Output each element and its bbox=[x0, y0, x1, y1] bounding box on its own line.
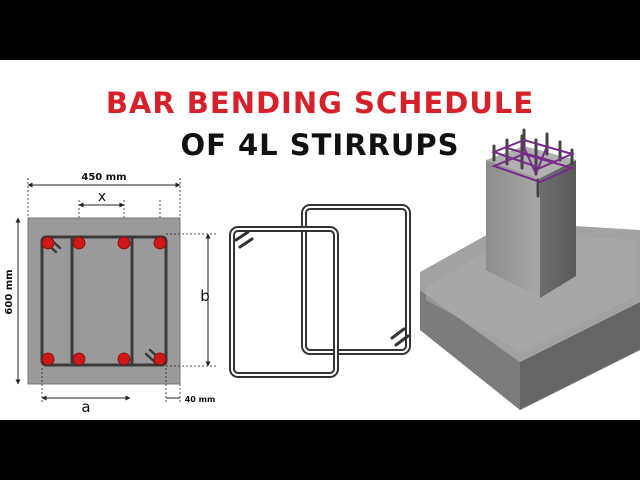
plan-view: 450 mm x 600 mm bbox=[4, 172, 216, 416]
rebar bbox=[117, 236, 131, 250]
column-front bbox=[486, 160, 540, 298]
inner-stirrup bbox=[70, 235, 134, 367]
diagram-svg: 450 mm x 600 mm bbox=[4, 128, 640, 416]
stirrup-front-highlight bbox=[231, 228, 337, 376]
column-ties bbox=[491, 138, 575, 184]
footing-3d bbox=[420, 128, 640, 410]
rebar bbox=[41, 352, 55, 366]
illustration-canvas: BAR BENDING SCHEDULE OF 4L STIRRUPS bbox=[0, 60, 640, 420]
footing-left-face bbox=[420, 290, 520, 410]
rebar bbox=[153, 236, 167, 250]
letterbox-top bbox=[0, 0, 640, 60]
stirrup-back-highlight bbox=[303, 206, 409, 353]
title-line-2: OF 4L STIRRUPS bbox=[180, 128, 460, 162]
rebar bbox=[72, 236, 86, 250]
rebar bbox=[41, 236, 55, 250]
rebar bbox=[153, 352, 167, 366]
column-side bbox=[540, 160, 576, 298]
inner-depth-label: b bbox=[200, 287, 210, 305]
longitudinal-bars bbox=[41, 236, 167, 366]
cover-label: 40 mm bbox=[185, 395, 216, 404]
spacing-label: x bbox=[98, 189, 106, 205]
stirrup-pair bbox=[229, 204, 411, 378]
rebar bbox=[72, 352, 86, 366]
footing-right-face bbox=[520, 302, 640, 410]
stirrup-set bbox=[40, 235, 168, 367]
depth-label: 600 mm bbox=[4, 269, 15, 314]
stirrup-pair-hooks bbox=[234, 230, 410, 347]
title-line-1: BAR BENDING SCHEDULE bbox=[105, 86, 535, 120]
width-label: 450 mm bbox=[81, 172, 126, 183]
rebar bbox=[117, 352, 131, 366]
inner-width-label: a bbox=[81, 398, 90, 416]
letterbox-bottom bbox=[0, 420, 640, 480]
